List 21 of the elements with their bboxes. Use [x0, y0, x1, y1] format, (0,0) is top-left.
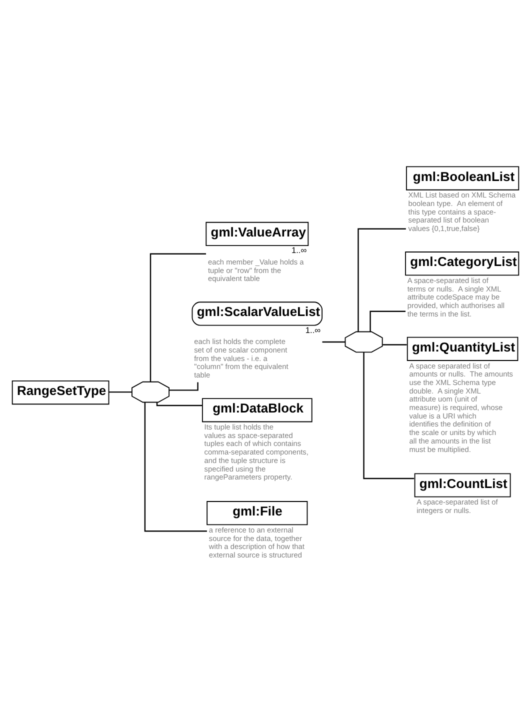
- connector: [382, 344, 407, 346]
- node-label: each member _Value holds a tuple or "row" from the equivalent table: [208, 257, 304, 284]
- node-label: XML List based on XML Schema boolean type. An element of this type contains a space-separated list of boolean values {0,1,true,false}: [408, 190, 516, 234]
- connector: [322, 341, 346, 343]
- node-label: A space-separated list of integers or nulls.: [416, 498, 498, 515]
- node-octagon: [344, 331, 383, 353]
- node-label: A space separated list of amounts or nulls. The amounts use the XML Schema type double. A single XML attribute uom (unit of measure) is required, whose value is a URI which identifies the definition of the scale or units by which all the amounts in the list must be multiplied.: [409, 361, 513, 454]
- connector: [363, 352, 414, 480]
- connector: [144, 402, 207, 532]
- node-label: 1..∞: [291, 245, 307, 256]
- connector: [370, 310, 406, 332]
- node-label: each list holds the complete set of one scalar component from the values - i.e. a "column" from the equivalent table: [194, 337, 288, 380]
- node-label: 1..∞: [305, 324, 321, 335]
- connector: [156, 402, 202, 406]
- connector: [150, 253, 206, 382]
- node-octagon: [132, 381, 170, 403]
- node-label: a reference to an external source for the data, together with a description of how that external source is structured: [208, 525, 304, 560]
- connector: [358, 228, 406, 332]
- connector: [108, 391, 132, 393]
- node-label: A space-separated list of terms or nulls. A single XML attribute codeSpace may be provided, which authorises all the terms in the list.: [407, 276, 505, 318]
- node-label: Its tuple list holds the values as space-separated tuples each of which contains comma-separated components, and the tuple structure is specified using the rangeParameters property.: [204, 422, 308, 482]
